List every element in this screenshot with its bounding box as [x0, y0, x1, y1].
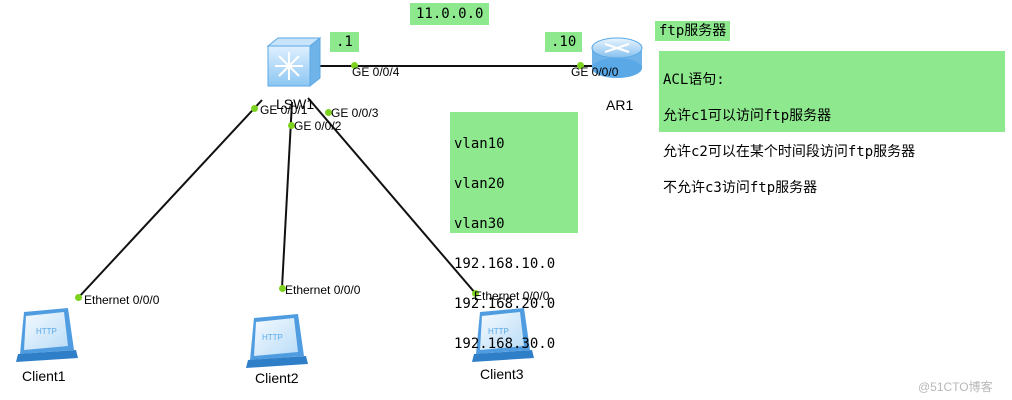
acl-note: ACL语句: 允许c1可以访问ftp服务器 允许c2可以在某个时间段访问ftp服… — [659, 51, 1005, 196]
lsw1-port-g2-label: GE 0/0/2 — [294, 119, 342, 133]
watermark: @51CTO博客 — [918, 380, 993, 394]
network-note: 11.0.0.0 — [410, 3, 490, 25]
client1-name-label: Client1 — [22, 368, 66, 384]
client3-name-label: Client3 — [480, 366, 524, 382]
client1-link-dot — [75, 294, 82, 301]
switch-ip-note: .1 — [330, 32, 359, 52]
lsw1-port-g1-label: GE 0/0/1 — [260, 103, 308, 117]
client3-icon[interactable]: HTTP — [472, 308, 534, 362]
client2-link-dot — [279, 285, 286, 292]
client2-icon[interactable]: HTTP — [246, 314, 308, 368]
vlan-line: vlan20 — [454, 176, 505, 192]
link-lsw1-client3[interactable] — [307, 97, 477, 295]
ar1-g0-link-dot — [577, 62, 584, 69]
acl-line-c1: 允许c1可以访问ftp服务器 — [663, 108, 832, 124]
client2-port-label: Ethernet 0/0/0 — [285, 283, 361, 297]
vlan-note: vlan10 vlan20 vlan30 192.168.10.0 192.16… — [450, 112, 578, 352]
ar1-port-label: GE 0/0/0 — [571, 65, 619, 79]
link-lsw1-client1[interactable] — [77, 99, 263, 299]
lsw1-g3-link-dot — [325, 109, 332, 116]
lsw1-port-g3-label: GE 0/0/3 — [331, 106, 379, 120]
router-ip-note: .10 — [545, 32, 583, 52]
acl-line-title: ACL语句: — [663, 72, 725, 88]
client3-screen-text: HTTP — [488, 327, 509, 336]
acl-line-c3: 不允许c3访问ftp服务器 — [663, 180, 818, 196]
client3-port-label: Ethernet 0/0/0 — [474, 289, 550, 303]
router-icon[interactable] — [591, 37, 643, 78]
client1-port-label: Ethernet 0/0/0 — [84, 293, 160, 307]
link-lsw1-client2[interactable] — [281, 101, 293, 289]
acl-line-c2: 允许c2可以在某个时间段访问ftp服务器 — [663, 144, 916, 160]
lsw1-g2-link-dot — [288, 122, 295, 129]
subnet-line: 192.168.30.0 — [454, 336, 556, 352]
client3-link-dot — [472, 290, 479, 297]
client2-screen-text: HTTP — [262, 333, 283, 342]
vlan-line: vlan10 — [454, 136, 505, 152]
lsw1-g1-link-dot — [251, 105, 258, 112]
client1-icon[interactable]: HTTP — [16, 308, 78, 362]
lsw1-g4-link-dot — [351, 62, 358, 69]
vlan-line: vlan30 — [454, 216, 505, 232]
switch-icon[interactable] — [266, 36, 322, 88]
client1-screen-text: HTTP — [36, 327, 57, 336]
subnet-line: 192.168.20.0 — [454, 296, 556, 312]
client2-name-label: Client2 — [255, 370, 299, 386]
router-name-label: AR1 — [606, 97, 634, 113]
switch-name-label: LSW1 — [276, 96, 315, 112]
lsw1-port-g4-label: GE 0/0/4 — [352, 65, 400, 79]
ftp-server-note: ftp服务器 — [655, 21, 731, 41]
subnet-line: 192.168.10.0 — [454, 256, 556, 272]
